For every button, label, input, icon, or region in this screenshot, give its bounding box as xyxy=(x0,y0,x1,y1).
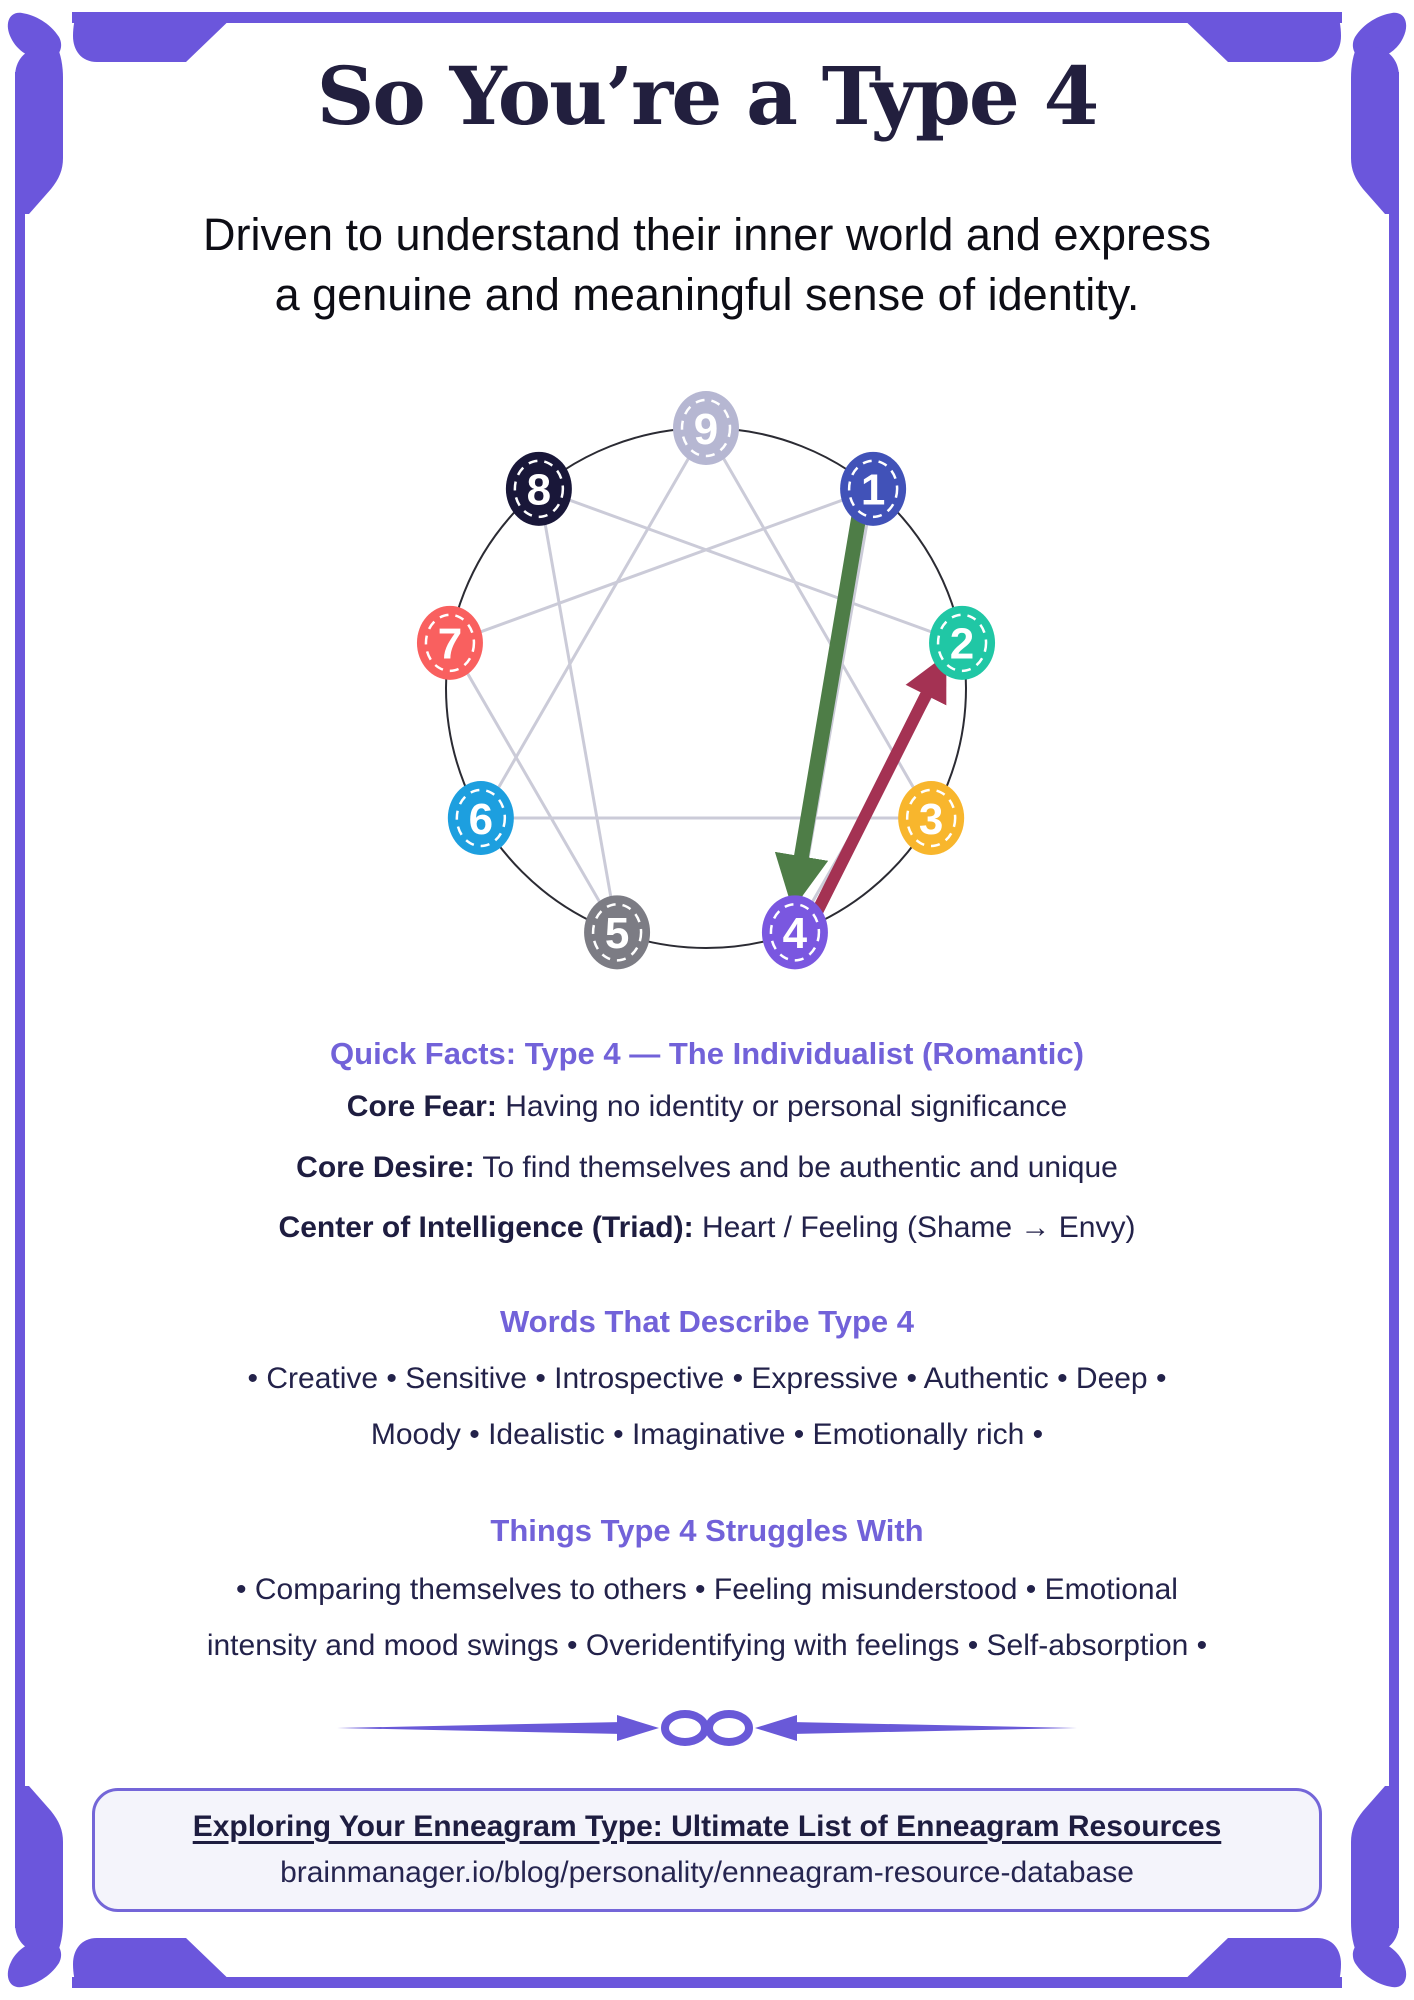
subtitle-line-2: a genuine and meaningful sense of identi… xyxy=(274,269,1140,320)
point-number: 6 xyxy=(469,795,493,844)
enneagram-point-9: 9 xyxy=(673,391,739,465)
words-line-2: Moody • Idealistic • Imaginative • Emoti… xyxy=(370,1418,1044,1451)
enneagram-point-4: 4 xyxy=(761,895,828,970)
divider-right-blade xyxy=(791,1722,1077,1734)
divider-ornament xyxy=(337,1710,1077,1746)
core-fear-line: Core Fear: Having no identity or persona… xyxy=(0,1090,1414,1124)
triad-text: Heart / Feeling (Shame → Envy) xyxy=(701,1211,1136,1244)
enneagram-point-5: 5 xyxy=(584,895,651,970)
dashed-ring xyxy=(769,903,821,962)
dashed-ring xyxy=(905,788,957,848)
struggles-line-1: • Comparing themselves to others • Feeli… xyxy=(236,1573,1178,1606)
divider-right-arrow xyxy=(755,1715,797,1741)
enneagram-points: 1 2 3 4 5 6 7 8 9 xyxy=(416,391,996,970)
struggles-list: • Comparing themselves to others • Feeli… xyxy=(0,1562,1414,1674)
resource-box: Exploring Your Enneagram Type: Ultimate … xyxy=(92,1788,1322,1912)
quick-facts-heading: Quick Facts: Type 4 — The Individualist … xyxy=(330,1036,1084,1071)
subtitle-line-1: Driven to understand their inner world a… xyxy=(202,209,1212,260)
infinity-icon xyxy=(661,1710,753,1746)
point-number: 1 xyxy=(861,466,885,515)
enneagram-point-8: 8 xyxy=(505,451,572,526)
dashed-ring xyxy=(847,459,899,519)
struggles-heading: Things Type 4 Struggles With xyxy=(490,1513,924,1548)
point-number: 3 xyxy=(919,795,943,844)
point-number: 8 xyxy=(527,466,551,515)
words-list: • Creative • Sensitive • Introspective •… xyxy=(0,1351,1414,1463)
dashed-ring xyxy=(680,398,732,458)
enneagram-point-6: 6 xyxy=(447,781,514,855)
core-fear-text: Having no identity or personal significa… xyxy=(505,1090,1068,1123)
resource-link-title[interactable]: Exploring Your Enneagram Type: Ultimate … xyxy=(192,1810,1222,1843)
triangle-9-3-6 xyxy=(478,424,934,820)
frame-bottom-bar xyxy=(72,1977,1342,1988)
core-fear-label: Core Fear: xyxy=(346,1090,497,1123)
growth-arrow-1-to-4 xyxy=(774,502,868,910)
enneagram-point-2: 2 xyxy=(929,605,996,680)
page-subtitle: Driven to understand their inner world a… xyxy=(0,205,1414,325)
triad-label: Center of Intelligence (Triad): xyxy=(278,1211,694,1244)
hexad-1-4-2-8-5-7 xyxy=(447,486,965,933)
enneagram-point-7: 7 xyxy=(416,605,483,680)
dashed-ring xyxy=(936,613,988,673)
core-desire-label: Core Desire: xyxy=(296,1151,475,1184)
core-desire-text: To find themselves and be authentic and … xyxy=(482,1151,1118,1184)
point-number: 4 xyxy=(783,909,808,958)
dashed-ring xyxy=(424,613,476,673)
dashed-ring xyxy=(455,788,507,848)
divider-left-arrow xyxy=(617,1715,659,1741)
dashed-ring xyxy=(591,903,643,962)
triad-line: Center of Intelligence (Triad): Heart / … xyxy=(0,1211,1414,1245)
point-number: 2 xyxy=(950,620,974,669)
dashed-ring xyxy=(513,459,565,519)
enneagram-diagram: 1 2 3 4 5 6 7 8 9 xyxy=(416,391,996,970)
point-number: 5 xyxy=(605,909,629,958)
words-heading: Words That Describe Type 4 xyxy=(499,1304,915,1339)
resource-url[interactable]: brainmanager.io/blog/personality/enneagr… xyxy=(280,1856,1134,1889)
struggles-line-2: intensity and mood swings • Overidentify… xyxy=(206,1629,1208,1662)
point-number: 9 xyxy=(694,405,718,454)
page-title: So You’re a Type 4 xyxy=(316,49,1100,143)
divider-left-blade xyxy=(337,1722,623,1734)
point-number: 7 xyxy=(438,620,462,669)
frame-top-bar xyxy=(72,12,1342,23)
stress-arrow-4-to-2 xyxy=(806,654,947,928)
enneagram-point-3: 3 xyxy=(898,781,965,855)
enneagram-point-1: 1 xyxy=(840,451,907,526)
core-desire-line: Core Desire: To find themselves and be a… xyxy=(0,1151,1414,1185)
words-line-1: • Creative • Sensitive • Introspective •… xyxy=(247,1362,1167,1395)
